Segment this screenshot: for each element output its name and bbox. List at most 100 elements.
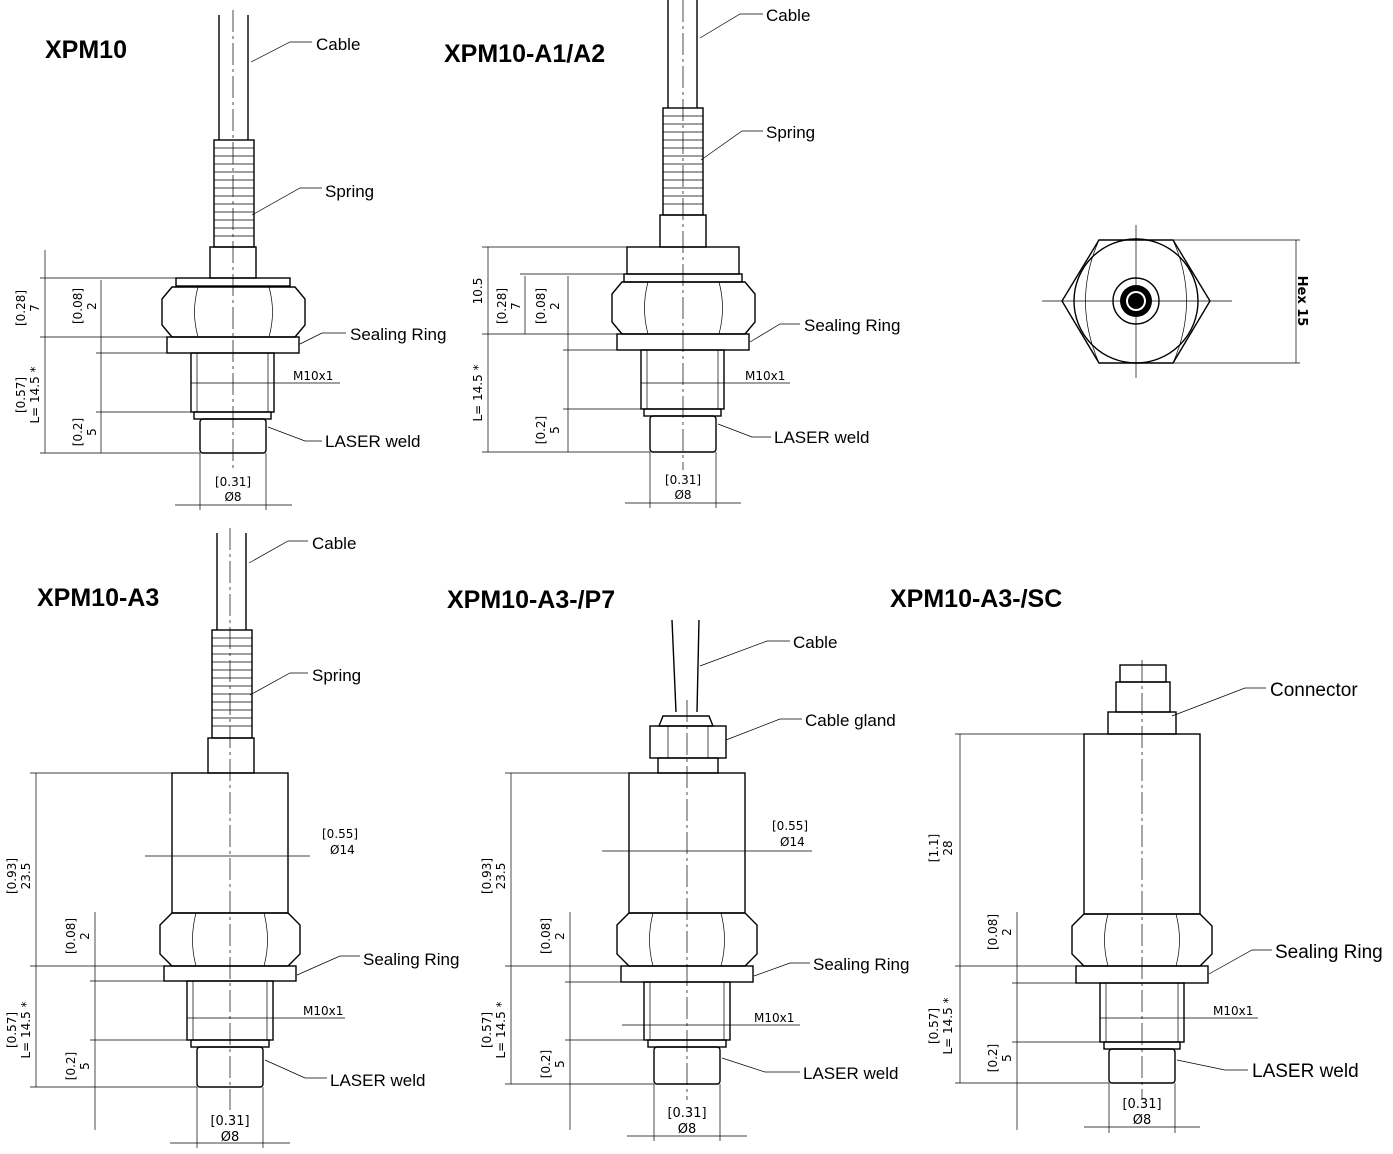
label-sealing-ring: Sealing Ring xyxy=(804,316,900,335)
svg-text:[0.08]: [0.08] xyxy=(539,918,553,954)
svg-text:5: 5 xyxy=(1000,1054,1014,1062)
svg-text:[0.57]: [0.57] xyxy=(480,1012,494,1048)
figure-title: XPM10-A3 xyxy=(37,584,159,612)
hex-nut xyxy=(616,912,758,967)
hex-nut xyxy=(611,281,756,335)
figure-title: XPM10-A3-/SC xyxy=(890,585,1062,613)
svg-text:[0.2]: [0.2] xyxy=(539,1050,553,1078)
label-laser-weld: LASER weld xyxy=(325,432,420,451)
svg-text:[0.2]: [0.2] xyxy=(986,1044,1000,1072)
svg-text:[0.55]: [0.55] xyxy=(772,819,808,833)
label-sealing-ring: Sealing Ring xyxy=(1275,942,1383,963)
label-sealing-ring: Sealing Ring xyxy=(813,955,909,974)
svg-text:[0.31]: [0.31] xyxy=(665,473,701,487)
figure-xpm10-a3-sc: XPM10-A3-/SC M10x1 [1.1] 28 [0.08] 2 [0.… xyxy=(890,585,1383,1133)
svg-text:[0.31]: [0.31] xyxy=(210,1114,249,1129)
svg-text:[0.08]: [0.08] xyxy=(986,914,1000,950)
figure-xpm10-a3: XPM10-A3 [0.55] Ø14 M10x1 [0.93] 23.5 [0… xyxy=(5,528,459,1148)
svg-text:2: 2 xyxy=(553,932,567,940)
figure-hex-view: Hex 15 xyxy=(1042,225,1309,378)
figure-xpm10-a3-p7: XPM10-A3-/P7 [0.55] Ø14 M10x1 [0.93] 23.… xyxy=(447,586,909,1141)
svg-text:Ø8: Ø8 xyxy=(224,490,241,504)
svg-text:[0.2]: [0.2] xyxy=(534,416,548,444)
svg-text:2: 2 xyxy=(548,302,562,310)
svg-text:M10x1: M10x1 xyxy=(293,369,333,383)
label-sealing-ring: Sealing Ring xyxy=(363,950,459,969)
svg-text:L= 14.5 *: L= 14.5 * xyxy=(19,1001,33,1058)
svg-text:5: 5 xyxy=(85,428,99,436)
tip xyxy=(196,1046,264,1088)
svg-text:[0.93]: [0.93] xyxy=(480,858,494,894)
label-laser-weld: LASER weld xyxy=(330,1071,425,1090)
svg-text:L= 14.5 *: L= 14.5 * xyxy=(471,364,485,421)
svg-text:5: 5 xyxy=(548,426,562,434)
svg-text:M10x1: M10x1 xyxy=(303,1004,343,1018)
label-cable: Cable xyxy=(793,633,837,652)
svg-text:5: 5 xyxy=(78,1062,92,1070)
cable-gland-cap xyxy=(657,715,715,727)
label-spring: Spring xyxy=(325,182,374,201)
label-laser-weld: LASER weld xyxy=(1252,1061,1359,1082)
svg-text:[0.55]: [0.55] xyxy=(322,827,358,841)
label-laser-weld: LASER weld xyxy=(803,1064,898,1083)
hex-nut xyxy=(161,286,306,338)
figure-title: XPM10-A1/A2 xyxy=(444,40,605,68)
figure-title: XPM10 xyxy=(45,36,127,64)
svg-text:Ø14: Ø14 xyxy=(780,835,805,849)
svg-text:[0.31]: [0.31] xyxy=(215,475,251,489)
label-laser-weld: LASER weld xyxy=(774,428,869,447)
label-spring: Spring xyxy=(312,666,361,685)
svg-text:7: 7 xyxy=(509,302,523,310)
svg-text:Ø8: Ø8 xyxy=(678,1122,697,1137)
svg-text:[1.1]: [1.1] xyxy=(927,834,941,862)
svg-text:[0.08]: [0.08] xyxy=(64,918,78,954)
hex-nut xyxy=(159,912,301,967)
svg-text:[0.31]: [0.31] xyxy=(667,1106,706,1121)
svg-text:[0.31]: [0.31] xyxy=(1122,1097,1161,1112)
label-connector: Connector xyxy=(1270,680,1358,701)
figure-xpm10: XPM10 M10x1 [0.28] 7 [0.08] 2 [0.57] L= … xyxy=(14,10,446,510)
svg-text:L= 14.5 *: L= 14.5 * xyxy=(28,366,42,423)
connector-pin xyxy=(1119,664,1167,683)
label-spring: Spring xyxy=(766,123,815,142)
svg-text:2: 2 xyxy=(1000,928,1014,936)
svg-text:[0.57]: [0.57] xyxy=(14,377,28,413)
svg-text:2: 2 xyxy=(78,932,92,940)
svg-text:Ø8: Ø8 xyxy=(1133,1113,1152,1128)
svg-text:10.5: 10.5 xyxy=(471,278,485,305)
svg-text:[0.28]: [0.28] xyxy=(14,290,28,326)
figure-title: XPM10-A3-/P7 xyxy=(447,586,615,614)
label-sealing-ring: Sealing Ring xyxy=(350,325,446,344)
svg-text:L= 14.5 *: L= 14.5 * xyxy=(941,997,955,1054)
svg-text:[0.57]: [0.57] xyxy=(927,1008,941,1044)
figure-xpm10-a1a2: XPM10-A1/A2 M10x1 10.5 [0.28] 7 [0.08] 2… xyxy=(444,0,900,508)
hex-nut xyxy=(1071,913,1213,967)
label-cable: Cable xyxy=(766,6,810,25)
svg-text:M10x1: M10x1 xyxy=(745,369,785,383)
svg-text:[0.28]: [0.28] xyxy=(495,288,509,324)
svg-text:Ø8: Ø8 xyxy=(221,1130,240,1145)
svg-text:M10x1: M10x1 xyxy=(754,1011,794,1025)
svg-text:5: 5 xyxy=(553,1060,567,1068)
label-hex: Hex 15 xyxy=(1294,276,1309,327)
svg-text:[0.93]: [0.93] xyxy=(5,858,19,894)
svg-text:[0.2]: [0.2] xyxy=(64,1052,78,1080)
label-cable: Cable xyxy=(312,534,356,553)
svg-text:[0.2]: [0.2] xyxy=(71,418,85,446)
svg-text:[0.57]: [0.57] xyxy=(5,1012,19,1048)
svg-text:[0.08]: [0.08] xyxy=(534,288,548,324)
svg-text:23.5: 23.5 xyxy=(19,863,33,890)
svg-text:23.5: 23.5 xyxy=(494,863,508,890)
svg-text:2: 2 xyxy=(85,302,99,310)
cable-gland xyxy=(649,725,727,759)
svg-text:Ø8: Ø8 xyxy=(674,488,691,502)
body-circle xyxy=(1073,238,1199,364)
label-cable: Cable xyxy=(316,35,360,54)
svg-text:L= 14.5 *: L= 14.5 * xyxy=(494,1001,508,1058)
svg-text:Ø14: Ø14 xyxy=(330,843,355,857)
svg-text:[0.08]: [0.08] xyxy=(71,288,85,324)
svg-text:M10x1: M10x1 xyxy=(1213,1004,1253,1018)
label-cable-gland: Cable gland xyxy=(805,711,896,730)
svg-text:7: 7 xyxy=(28,304,42,312)
